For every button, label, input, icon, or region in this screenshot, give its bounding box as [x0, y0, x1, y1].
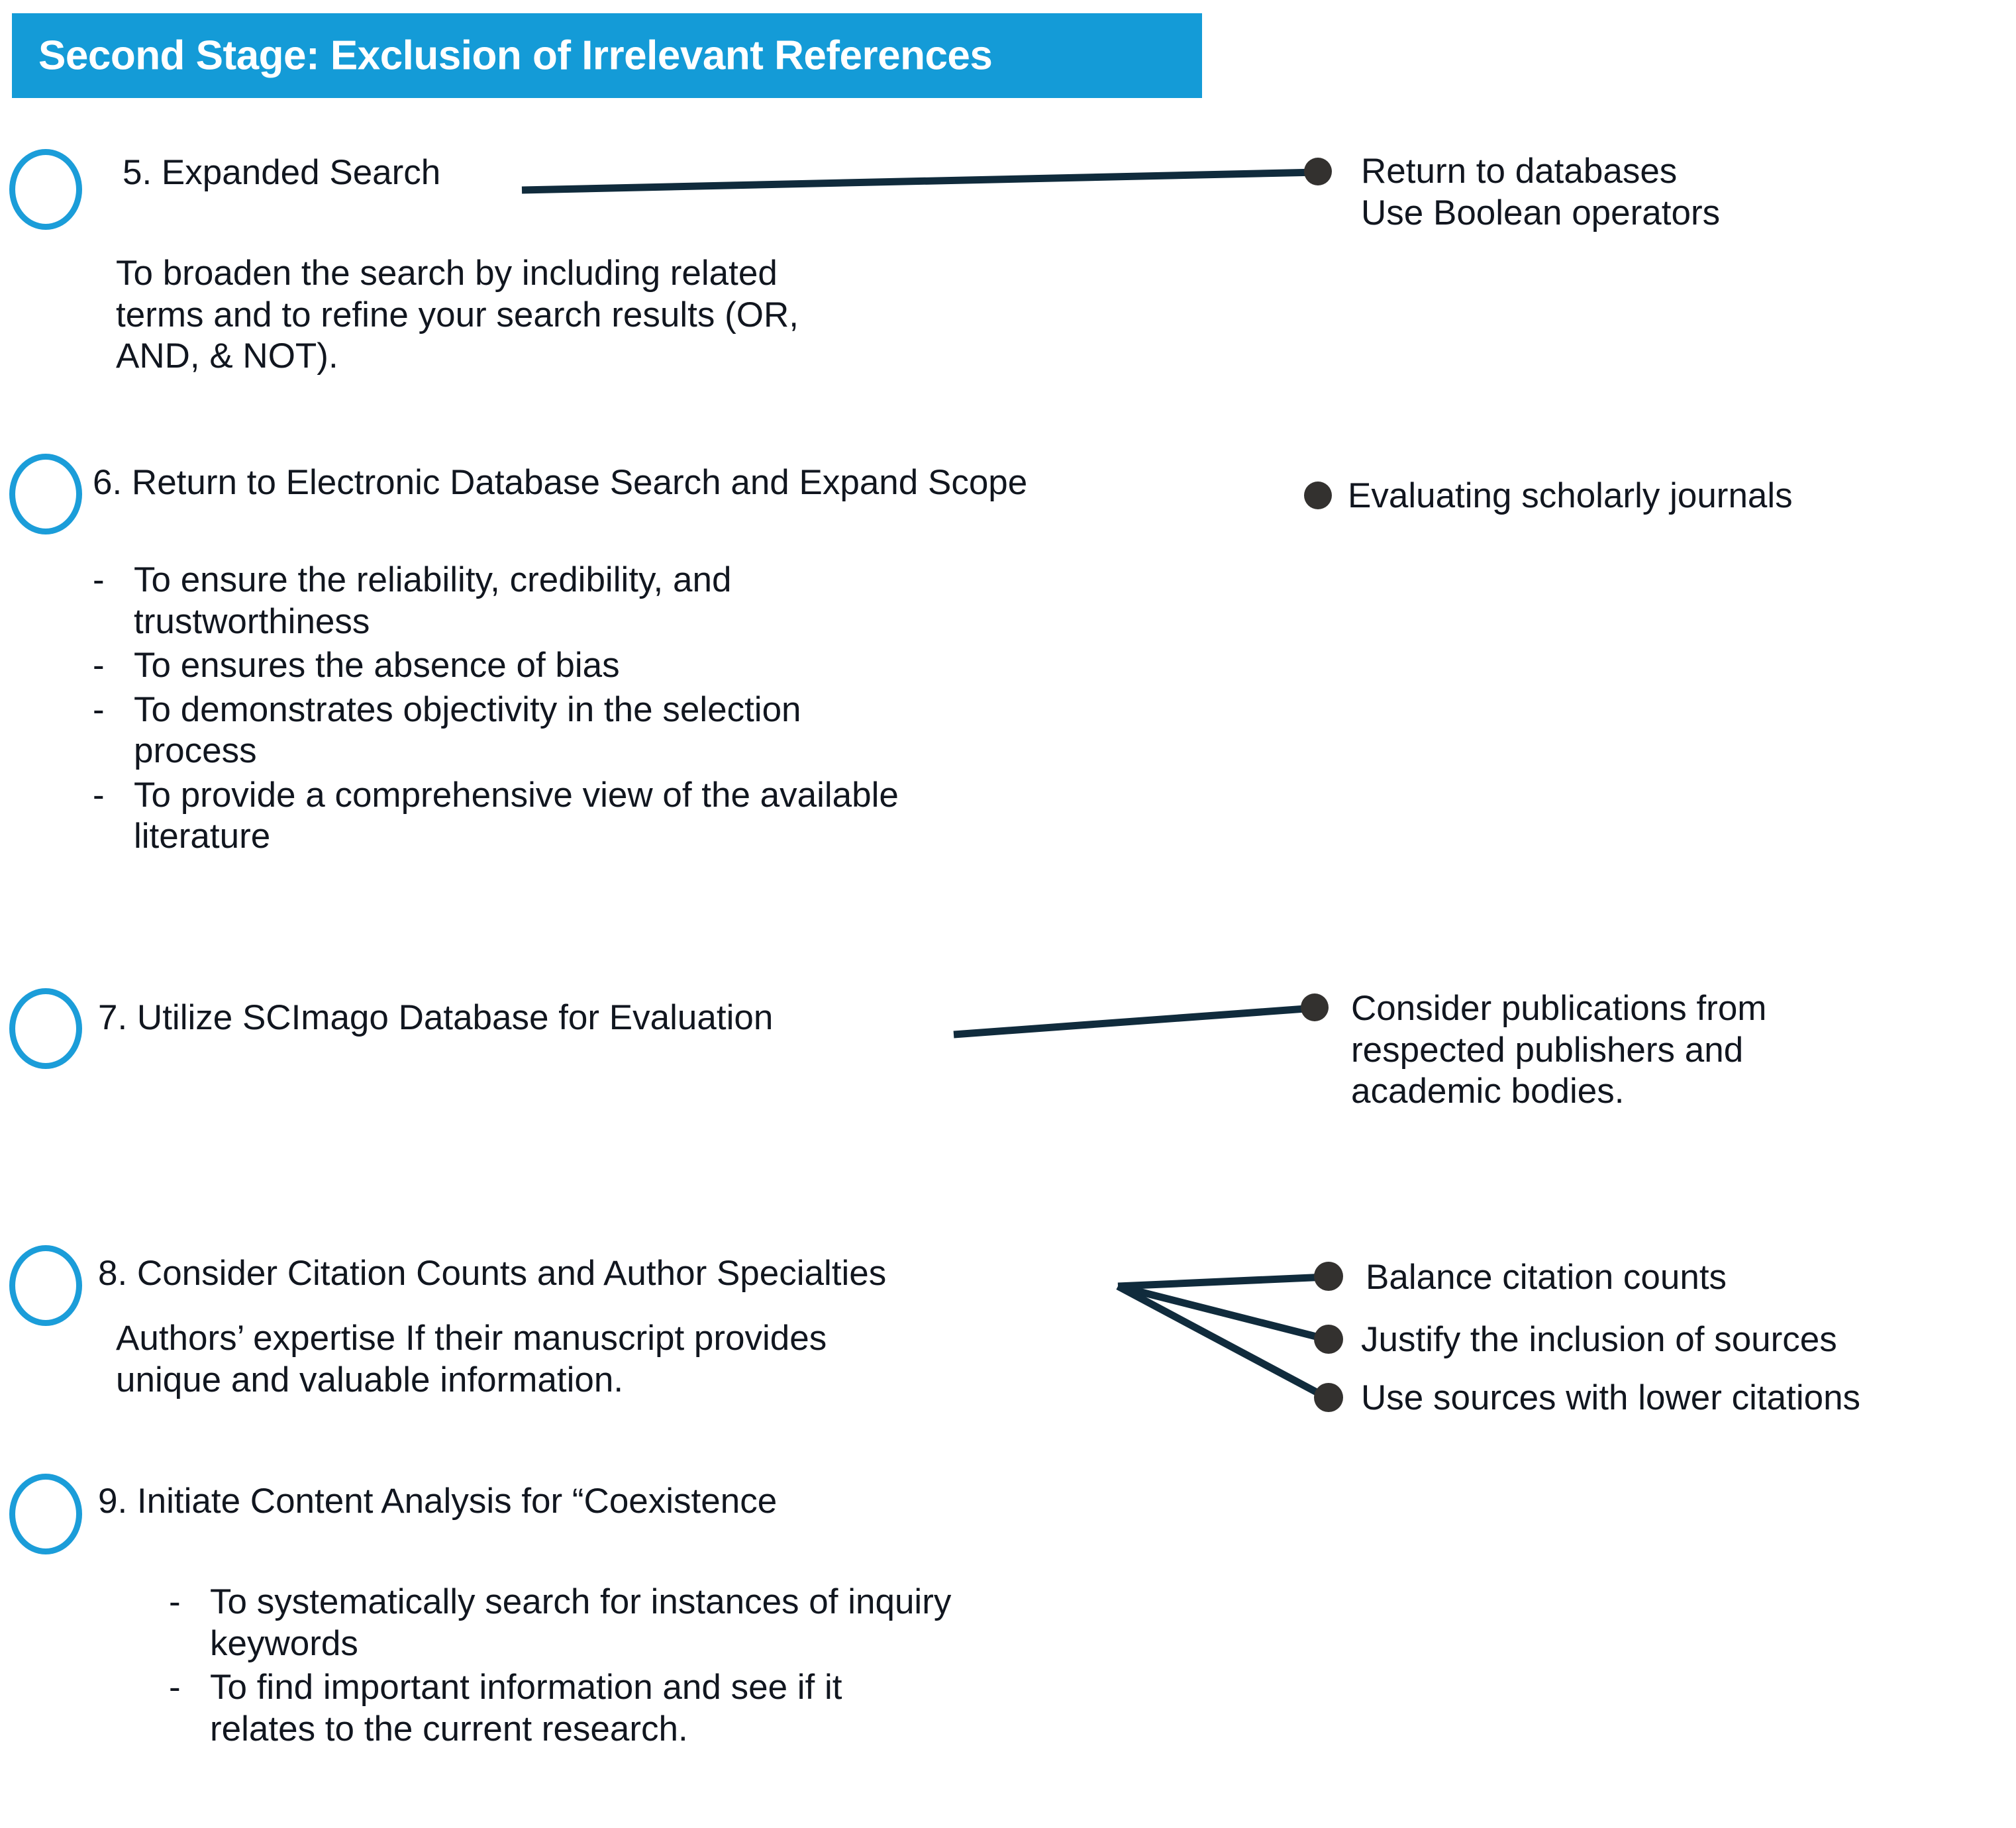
bullet-dash: -: [93, 775, 105, 815]
list-item-line: trustworthiness: [134, 601, 370, 641]
branch-text-5-1-line-2: Use Boolean operators: [1361, 193, 1721, 232]
connector-step8-3: [1116, 1283, 1329, 1401]
list-item: - To ensure the reliability, credibility…: [93, 560, 899, 642]
bullet-dash: -: [93, 689, 105, 729]
branch-text-7-1-line-1: Consider publications from: [1351, 989, 1767, 1028]
list-item: - To demonstrates objectivity in the sel…: [93, 689, 899, 772]
step-body-5-line-2: terms and to refine your search results …: [116, 295, 799, 334]
list-item-line: relates to the current research.: [210, 1709, 688, 1749]
bullet-dash: -: [93, 560, 105, 599]
step-title-8: 8. Consider Citation Counts and Author S…: [98, 1254, 887, 1293]
bullet-dash: -: [169, 1582, 181, 1621]
branch-text-6-1: Evaluating scholarly journals: [1348, 476, 1793, 517]
branch-text-8-1: Balance citation counts: [1366, 1257, 1727, 1299]
list-item-text: To ensures the absence of bias: [134, 645, 620, 687]
step-body-5: To broaden the search by including relat…: [116, 253, 799, 378]
list-item-line: keywords: [210, 1623, 358, 1663]
branch-text-5-1: Return to databases Use Boolean operator…: [1361, 151, 1720, 234]
list-item: - To systematically search for instances…: [169, 1582, 951, 1664]
branch-text-6-1-line-1: Evaluating scholarly journals: [1348, 476, 1793, 515]
branch-text-8-2-line-1: Justify the inclusion of sources: [1361, 1320, 1837, 1359]
node-step6-1: [1304, 482, 1332, 509]
step-bullets-6: - To ensure the reliability, credibility…: [93, 560, 899, 860]
step-title-7: 7. Utilize SCImago Database for Evaluati…: [98, 998, 774, 1037]
node-step7-1: [1301, 993, 1329, 1021]
branch-text-5-1-line-1: Return to databases: [1361, 152, 1678, 191]
list-item-line: literature: [134, 817, 271, 856]
step-body-5-line-3: AND, & NOT).: [116, 336, 338, 376]
step-marker-5[interactable]: [9, 149, 82, 230]
bullet-dash: -: [93, 646, 105, 686]
list-item-text: To systematically search for instances o…: [210, 1582, 951, 1664]
stage-banner: Second Stage: Exclusion of Irrelevant Re…: [12, 13, 1202, 98]
step-bullets-9: - To systematically search for instances…: [169, 1582, 951, 1752]
step-marker-8[interactable]: [9, 1245, 82, 1326]
node-step8-1: [1314, 1262, 1343, 1291]
list-item-line: To find important information and see if…: [210, 1668, 842, 1707]
branch-text-7-1-line-2: respected publishers and: [1351, 1030, 1744, 1070]
list-item-line: process: [134, 731, 257, 771]
list-item-line: To ensures the absence of bias: [134, 646, 620, 686]
step-marker-7[interactable]: [9, 988, 82, 1069]
branch-text-7-1-line-3: academic bodies.: [1351, 1072, 1625, 1111]
step-title-9: 9. Initiate Content Analysis for “Coexis…: [98, 1482, 778, 1521]
node-step8-2: [1314, 1325, 1343, 1354]
step-body-8-line-2: unique and valuable information.: [116, 1360, 624, 1399]
list-item-text: To provide a comprehensive view of the a…: [134, 775, 899, 858]
step-body-8: Authors’ expertise If their manuscript p…: [116, 1318, 827, 1401]
list-item: - To provide a comprehensive view of the…: [93, 775, 899, 858]
step-title-6: 6. Return to Electronic Database Search …: [93, 463, 1028, 502]
list-item-text: To find important information and see if…: [210, 1667, 842, 1750]
list-item-text: To demonstrates objectivity in the selec…: [134, 689, 801, 772]
step-title-5: 5. Expanded Search: [123, 153, 441, 192]
page-title: Second Stage: Exclusion of Irrelevant Re…: [38, 32, 993, 79]
step-marker-9[interactable]: [9, 1474, 82, 1554]
branch-text-8-3: Use sources with lower citations: [1361, 1378, 1860, 1419]
branch-text-8-1-line-1: Balance citation counts: [1366, 1258, 1727, 1297]
step-body-5-line-1: To broaden the search by including relat…: [116, 254, 778, 293]
branch-text-8-3-line-1: Use sources with lower citations: [1361, 1378, 1861, 1417]
list-item-line: To ensure the reliability, credibility, …: [134, 560, 732, 599]
step-marker-6[interactable]: [9, 454, 82, 534]
list-item-text: To ensure the reliability, credibility, …: [134, 560, 731, 642]
connector-step7: [953, 1004, 1315, 1039]
connector-step8-1: [1117, 1273, 1327, 1290]
list-item-line: To demonstrates objectivity in the selec…: [134, 689, 801, 729]
step-body-8-line-1: Authors’ expertise If their manuscript p…: [116, 1319, 827, 1358]
node-step8-3: [1314, 1383, 1343, 1412]
bullet-dash: -: [169, 1668, 181, 1707]
list-item: - To ensures the absence of bias: [93, 645, 899, 687]
connector-step5: [521, 168, 1319, 194]
connector-step8-2: [1117, 1282, 1328, 1343]
branch-text-8-2: Justify the inclusion of sources: [1361, 1319, 1837, 1361]
list-item-line: To provide a comprehensive view of the a…: [134, 775, 899, 815]
list-item-line: To systematically search for instances o…: [210, 1582, 952, 1621]
list-item: - To find important information and see …: [169, 1667, 951, 1750]
branch-text-7-1: Consider publications from respected pub…: [1351, 988, 1766, 1113]
node-step5-1: [1304, 158, 1332, 185]
